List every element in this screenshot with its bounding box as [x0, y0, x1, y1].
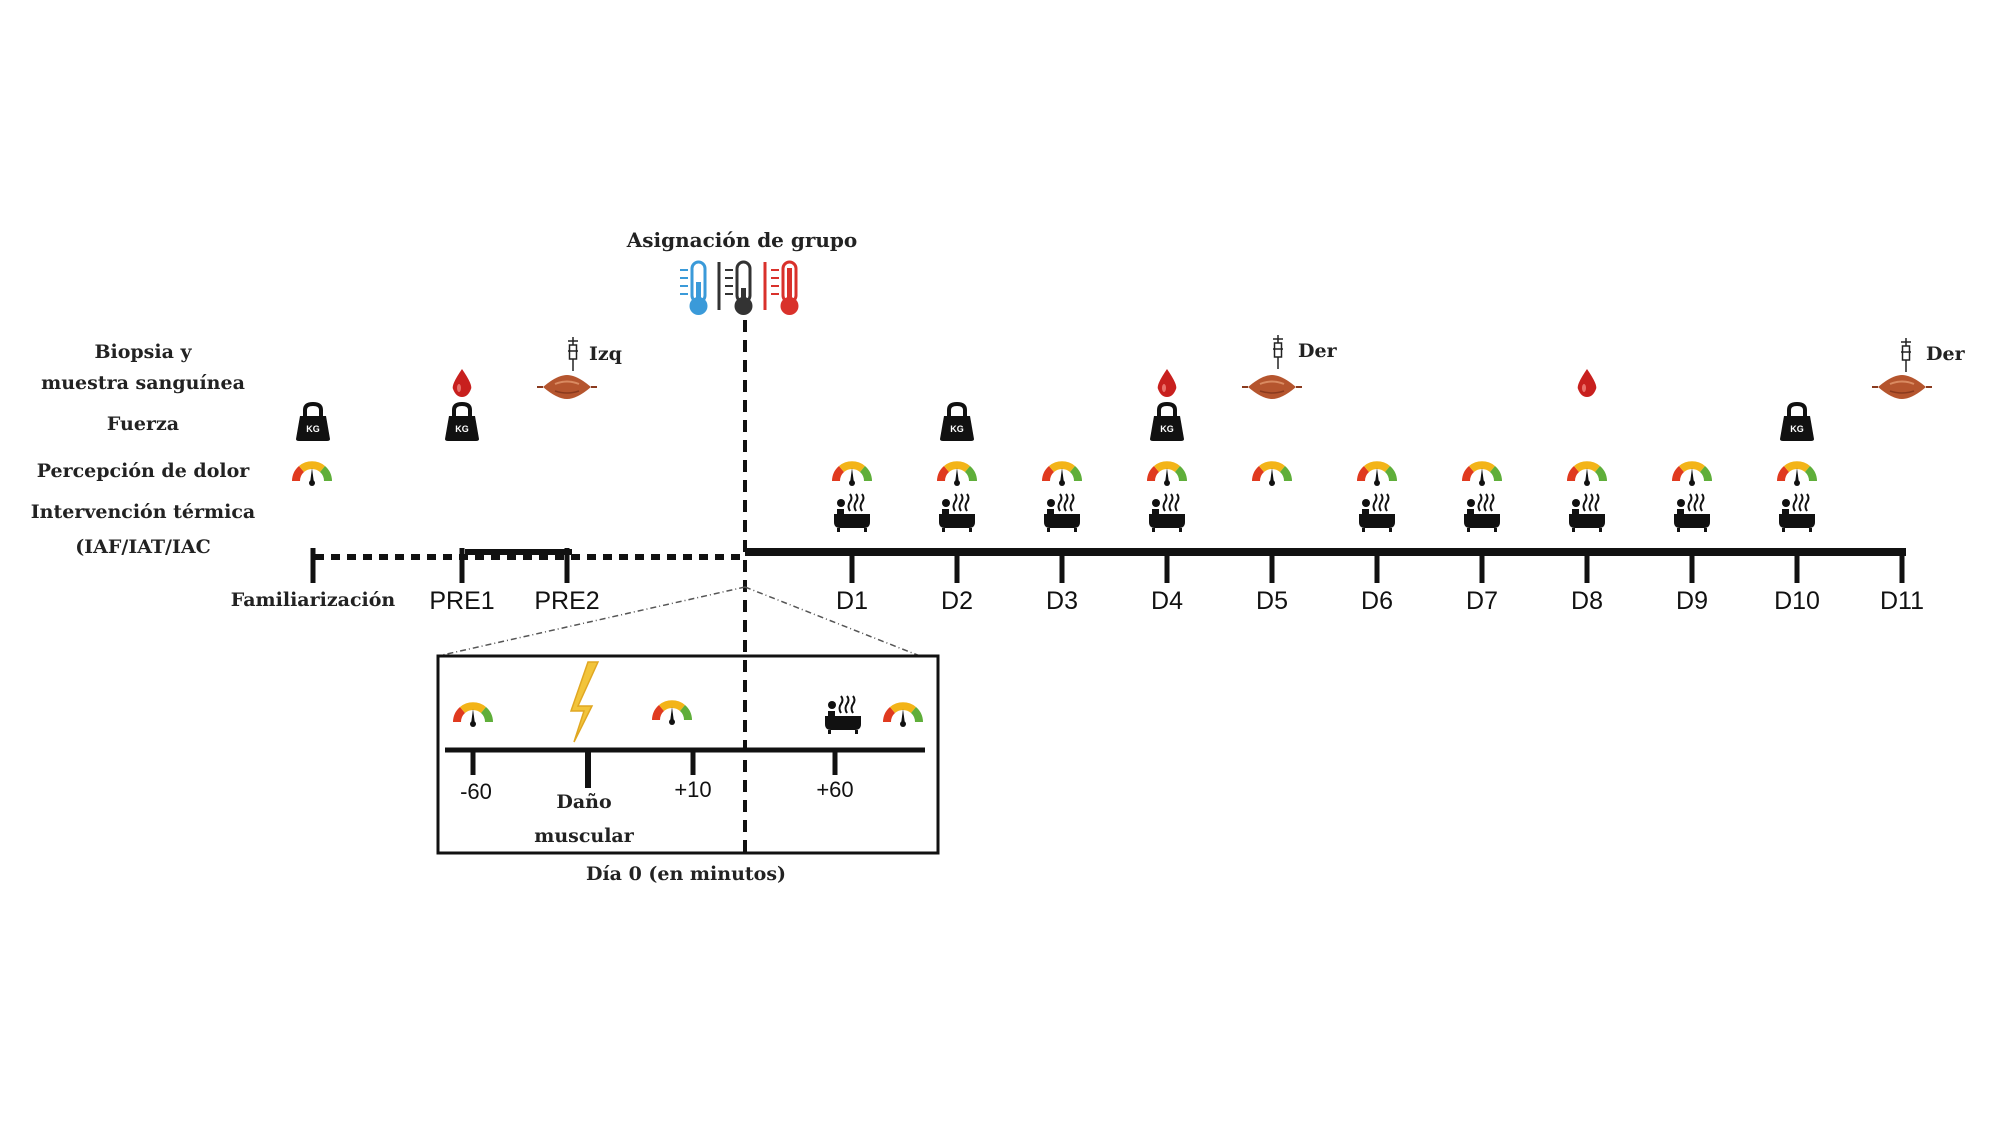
- blood-drop-icon: [1157, 369, 1177, 397]
- hot-bath-icon: [1673, 493, 1711, 533]
- biopsy-side-d11: Der: [1926, 343, 1966, 365]
- pain-gauge-icon: [1147, 461, 1187, 486]
- hot-bath-icon: [1043, 493, 1081, 533]
- hot-bath-icon: [824, 695, 862, 735]
- biopsy-side-d5: Der: [1298, 340, 1338, 362]
- lightning-icon: [569, 661, 600, 743]
- pain-gauge-icon: [1462, 461, 1502, 486]
- blood-drop-icon: [452, 369, 472, 397]
- pain-gauge-icon: [453, 702, 493, 727]
- thermometer-hot-icon: [771, 260, 799, 315]
- kettlebell-kg-icon: [1148, 402, 1186, 443]
- muscle-biopsy-icon: [536, 374, 598, 400]
- timeline-tick-labels: Familiarización PRE1 PRE2 D1 D2 D3 D4 D5 D6 D7 D8 D…: [231, 587, 1924, 615]
- muscle-biopsy-icon: [1871, 374, 1933, 400]
- timepoint-label: Familiarización: [231, 589, 396, 611]
- kettlebell-kg-icon: [938, 402, 976, 443]
- syringe-icon: [1900, 337, 1912, 373]
- blood-drop-icon: [1577, 369, 1597, 397]
- row-label-strength: Fuerza: [107, 413, 179, 435]
- inset-icons: [453, 695, 923, 735]
- timepoint-label: D6: [1361, 587, 1393, 615]
- timepoint-label: D2: [941, 587, 973, 615]
- pain-gauge-icon: [832, 461, 872, 486]
- timepoint-label: D7: [1466, 587, 1498, 615]
- hot-bath-icon: [938, 493, 976, 533]
- day0-inset-box: [436, 654, 940, 855]
- biopsy-side-pre2: Izq: [589, 343, 622, 365]
- row-label-pain: Percepción de dolor: [37, 460, 251, 482]
- kettlebell-kg-icon: [443, 402, 481, 443]
- timepoint-label: PRE2: [534, 587, 599, 615]
- thermometer-neutral-icon: [725, 260, 753, 315]
- inset-tick-plus10: +10: [674, 777, 711, 802]
- timepoint-label: D10: [1774, 587, 1820, 615]
- row-label-thermal-line1: Intervención térmica: [31, 501, 255, 523]
- row-label-biopsy-line1: Biopsia y: [94, 341, 192, 363]
- hot-bath-icon: [833, 493, 871, 533]
- muscle-damage-label-line2: muscular: [534, 825, 635, 847]
- pain-gauge-icon: [652, 700, 692, 725]
- zoom-line-right: [744, 586, 921, 657]
- pain-gauge-icon: [1357, 461, 1397, 486]
- timepoint-label: D5: [1256, 587, 1288, 615]
- timeline-ticks: [310, 548, 1905, 583]
- hot-bath-icon: [1463, 493, 1501, 533]
- muscle-biopsy-icon: [1241, 374, 1303, 400]
- inset-caption: Día 0 (en minutos): [586, 863, 786, 885]
- hot-bath-icon: [1148, 493, 1186, 533]
- syringe-icon: [1272, 334, 1284, 370]
- hot-bath-icon: [1358, 493, 1396, 533]
- kettlebell-kg-icon: [294, 402, 332, 443]
- syringe-icon: [567, 336, 579, 372]
- row-label-thermal-line2: (IAF/IAT/IAC: [75, 536, 210, 558]
- row-label-biopsy-line2: muestra sanguínea: [41, 372, 245, 394]
- pain-gauge-icon: [1042, 461, 1082, 486]
- hot-bath-icon: [1568, 493, 1606, 533]
- inset-tick-minus60: -60: [460, 779, 492, 804]
- zoom-line-left: [437, 586, 746, 657]
- timepoint-label: D3: [1046, 587, 1078, 615]
- pain-gauge-icon: [883, 702, 923, 727]
- timepoint-label: D4: [1151, 587, 1183, 615]
- hot-bath-icon: [1778, 493, 1816, 533]
- thermometer-cold-icon: [680, 260, 708, 315]
- kettlebell-kg-icon: [1778, 402, 1816, 443]
- timepoint-label: D11: [1880, 587, 1924, 615]
- pain-gauge-icon: [1567, 461, 1607, 486]
- pain-gauge-icon: [1672, 461, 1712, 486]
- muscle-damage-label-line1: Daño: [556, 791, 611, 813]
- pain-gauge-icon: [1252, 461, 1292, 486]
- group-assignment-title: Asignación de grupo: [626, 228, 858, 252]
- pain-gauge-icon: [1777, 461, 1817, 486]
- timepoint-label: D8: [1571, 587, 1603, 615]
- timepoint-label: PRE1: [429, 587, 494, 615]
- pain-gauge-icon: [937, 461, 977, 486]
- pain-gauge-icon: [292, 461, 332, 486]
- inset-tick-plus60: +60: [816, 777, 853, 802]
- timepoint-label: D9: [1676, 587, 1708, 615]
- timepoint-label: D1: [836, 587, 868, 615]
- timeline-icons: [292, 334, 1933, 533]
